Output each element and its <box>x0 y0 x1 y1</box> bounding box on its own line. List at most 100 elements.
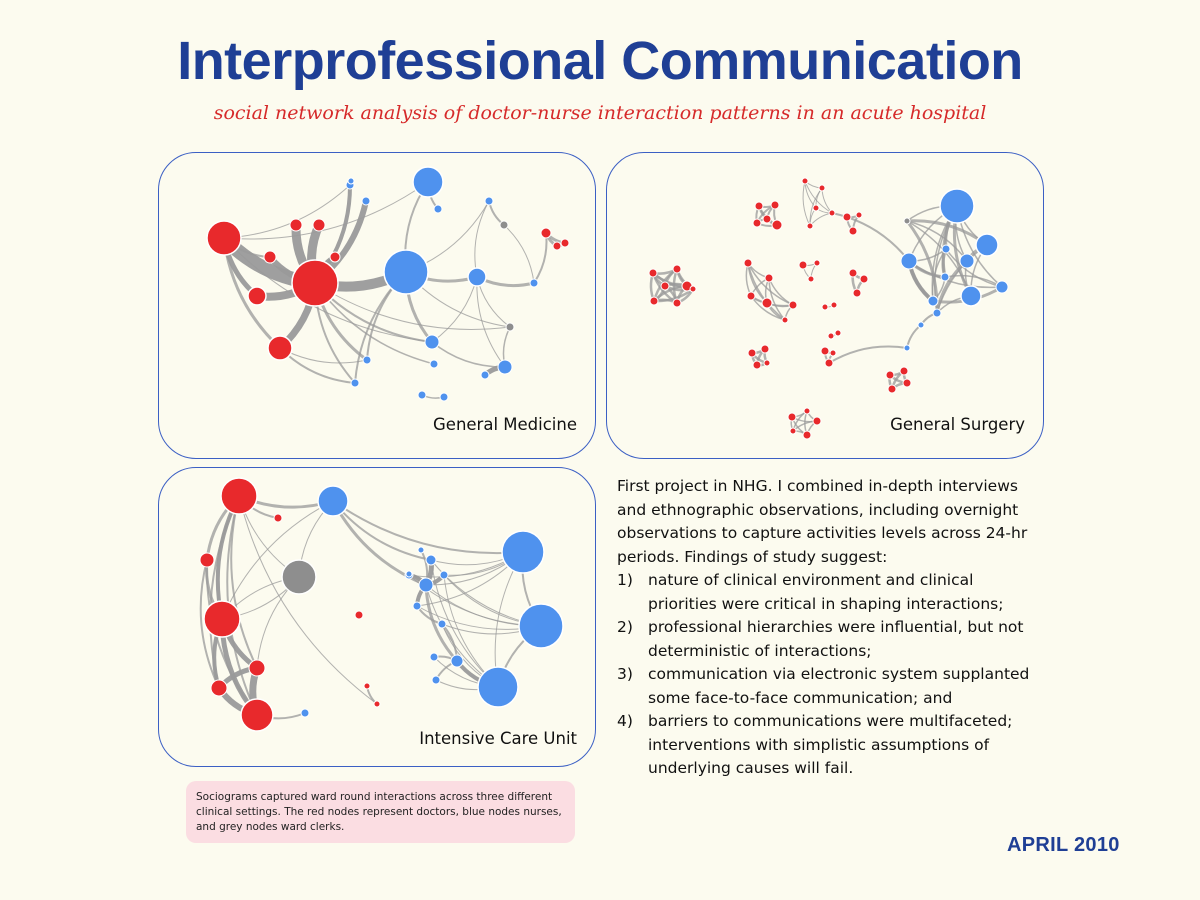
nurse-node <box>903 344 911 352</box>
network-edge <box>223 181 429 240</box>
finding-item: 1)nature of clinical environment and cli… <box>617 569 1037 616</box>
sociogram-general-surgery <box>648 177 1009 440</box>
nurse-node <box>429 652 439 662</box>
network-edge <box>332 500 524 555</box>
poster-subtitle: social network analysis of doctor-nurse … <box>213 102 987 124</box>
doctor-node <box>373 700 381 708</box>
panel-label-general-medicine: General Medicine <box>433 415 577 434</box>
panel-general-medicine: General Medicine <box>158 152 596 459</box>
nurse-node <box>417 546 425 554</box>
findings-list: 1)nature of clinical environment and cli… <box>617 569 1037 781</box>
nurse-node <box>439 570 449 580</box>
doctor-node <box>820 346 830 356</box>
nurse-node <box>429 359 439 369</box>
clerk-node <box>505 322 515 332</box>
nurse-node <box>418 577 434 593</box>
doctor-node <box>818 184 826 192</box>
doctor-node <box>806 222 814 230</box>
doctor-node <box>848 226 858 236</box>
doctor-node <box>289 218 303 232</box>
nurse-node <box>900 252 918 270</box>
nurse-node <box>437 619 447 629</box>
nurse-node <box>417 390 427 400</box>
doctor-node <box>828 209 836 217</box>
doctor-node <box>199 552 215 568</box>
network-edge <box>747 262 786 321</box>
doctor-node <box>206 220 242 256</box>
nurse-node <box>433 204 443 214</box>
nurse-node <box>347 177 355 185</box>
doctor-node <box>754 201 764 211</box>
network-edge <box>809 212 833 227</box>
finding-number: 2) <box>617 618 633 636</box>
sociogram-general-medicine <box>206 166 570 402</box>
nurse-node <box>467 267 487 287</box>
doctor-node <box>660 281 670 291</box>
nurse-node <box>939 188 975 224</box>
finding-text: nature of clinical environment and clini… <box>648 571 1004 613</box>
network-edge <box>424 583 459 663</box>
network-edge <box>431 341 506 368</box>
network-edge <box>199 559 220 689</box>
nurse-node <box>412 166 444 198</box>
nurse-node <box>529 278 539 288</box>
doctor-node <box>852 288 862 298</box>
nurse-node <box>431 675 441 685</box>
nurse-node <box>995 280 1009 294</box>
finding-item: 2) professional hierarchies were influent… <box>617 616 1037 663</box>
doctor-node <box>803 407 811 415</box>
panel-label-icu: Intensive Care Unit <box>419 729 577 748</box>
clerk-node <box>903 217 911 225</box>
finding-text: barriers to communications were multifac… <box>648 712 1013 777</box>
nurse-node <box>412 601 422 611</box>
doctor-node <box>763 359 771 367</box>
nurse-node <box>917 321 925 329</box>
legend-caption: Sociograms captured ward round interacti… <box>186 781 575 843</box>
network-edge <box>802 180 811 227</box>
nurse-node <box>450 654 464 668</box>
doctor-node <box>743 258 753 268</box>
nurse-node <box>959 253 975 269</box>
doctor-node <box>762 214 772 224</box>
nurse-node <box>927 295 939 307</box>
project-description: First project in NHG. I combined in-dept… <box>617 475 1037 781</box>
nurse-node <box>501 530 545 574</box>
nurse-node <box>477 666 519 708</box>
doctor-node <box>787 412 797 422</box>
doctor-node <box>760 344 770 354</box>
nurse-node <box>424 334 440 350</box>
finding-text: professional hierarchies were influentia… <box>648 618 1024 660</box>
doctor-node <box>788 300 798 310</box>
nurse-node <box>361 196 371 206</box>
network-edge <box>238 495 378 705</box>
nurse-node <box>940 272 950 282</box>
doctor-node <box>855 211 863 219</box>
doctor-node <box>273 513 283 523</box>
doctor-node <box>899 366 909 376</box>
network-edge <box>223 237 433 343</box>
nurse-node <box>350 378 360 388</box>
network-edge <box>533 232 548 284</box>
doctor-node <box>801 177 809 185</box>
nurse-node <box>317 485 349 517</box>
finding-text: communication via electronic system supp… <box>648 665 1030 707</box>
doctor-node <box>312 218 326 232</box>
doctor-node <box>902 378 912 388</box>
network-edge <box>906 324 922 349</box>
finding-number: 4) <box>617 712 633 730</box>
doctor-node <box>672 298 682 308</box>
doctor-node <box>812 416 822 426</box>
nurse-node <box>300 708 310 718</box>
doctor-node <box>329 251 341 263</box>
panel-label-general-surgery: General Surgery <box>890 415 1025 434</box>
doctor-node <box>812 204 820 212</box>
nurse-node <box>518 603 564 649</box>
network-edge <box>209 495 240 689</box>
doctor-node <box>781 316 789 324</box>
network-edge <box>205 559 258 716</box>
doctor-node <box>263 250 277 264</box>
doctor-node <box>552 241 562 251</box>
doctor-node <box>247 286 267 306</box>
doctor-node <box>267 335 293 361</box>
doctor-node <box>807 275 815 283</box>
